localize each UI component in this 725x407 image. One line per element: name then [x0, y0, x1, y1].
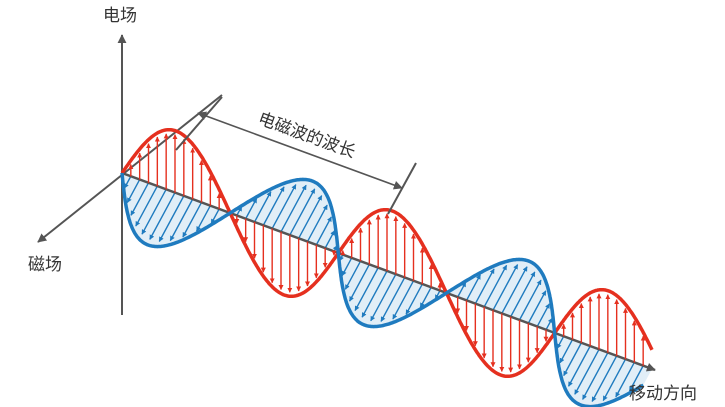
- magnetic-vector-arrow: [123, 175, 132, 189]
- magnetic-wave-curve: [120, 172, 645, 407]
- magnetic-vector-arrow: [405, 283, 423, 315]
- magnetic-vector-arrow: [158, 195, 185, 242]
- magnetic-vector-arrow: [149, 192, 176, 240]
- magnetic-vector-arrow: [527, 290, 547, 324]
- magnetic-vector-arrow: [348, 264, 370, 302]
- magnetic-vector-arrow: [262, 186, 285, 226]
- electric-field-label: 电场: [103, 6, 137, 26]
- magnetic-vector-arrow: [536, 303, 551, 327]
- magnetic-vector-arrow: [361, 270, 388, 318]
- magnetic-vector-arrow: [615, 362, 635, 398]
- magnetic-vector-arrow: [130, 182, 150, 216]
- magnetic-vector-arrow: [195, 205, 211, 232]
- magnetic-vector-arrow: [501, 266, 528, 314]
- magnetic-vector-arrow: [341, 257, 353, 277]
- magnetic-vector-arrow: [315, 216, 332, 246]
- magnetic-vector-arrow: [280, 184, 307, 233]
- magnetic-vector-arrow: [354, 267, 379, 312]
- magnetic-vector-arrow: [135, 185, 158, 227]
- magnetic-vector-arrow: [370, 273, 397, 322]
- magnetic-vector-arrow: [591, 355, 618, 402]
- magnetic-vector-arrow: [298, 195, 323, 239]
- magnetic-vector-arrow: [510, 271, 536, 318]
- magnetic-vector-arrow: [245, 197, 258, 220]
- magnetic-vector-arrow: [582, 352, 609, 400]
- magnetic-vector-arrow: [392, 280, 415, 320]
- magnetic-vector-arrow: [380, 277, 406, 322]
- magnetic-vector-arrow: [518, 279, 542, 321]
- magnetic-vector-arrow: [141, 189, 167, 235]
- magnetic-vector-arrow: [545, 317, 553, 331]
- magnetic-vector-arrow: [289, 188, 316, 236]
- magnetic-vector-arrow: [126, 179, 141, 203]
- wavelength-tick-right: [387, 162, 417, 215]
- magnetic-vector-arrow: [465, 274, 481, 301]
- wavelength-label: 电磁波的波长: [255, 109, 358, 163]
- magnetic-vector-arrow: [324, 230, 336, 249]
- wavelength-tick-left: [175, 96, 223, 151]
- magnetic-vector-arrow: [559, 339, 574, 364]
- magnetic-vector-arrow: [182, 202, 203, 238]
- magnetic-vector-arrow: [567, 345, 591, 387]
- magnetic-vector-arrow: [253, 191, 272, 223]
- magnetic-vector-arrow: [602, 358, 627, 402]
- magnetic-vector-arrow: [556, 336, 565, 349]
- propagation-axis: [121, 171, 656, 372]
- magnetic-vector-arrow: [483, 264, 508, 308]
- magnetic-vector-arrow: [419, 287, 432, 308]
- direction-label: 移动方向: [629, 384, 697, 404]
- magnetic-vector-arrow: [306, 204, 328, 242]
- magnetic-field-label: 磁场: [28, 255, 62, 275]
- wavelength-dimension-line: [197, 111, 403, 190]
- magnetic-vector-arrow: [628, 365, 644, 392]
- magnetic-vector-arrow: [563, 342, 582, 377]
- magnetic-vector-arrow: [574, 349, 600, 395]
- magnetic-vector-arrow: [474, 268, 495, 304]
- magnetic-vector-arrow: [169, 198, 194, 242]
- magnetic-field-vectors: [123, 175, 644, 402]
- magnetic-lobe-fill: [554, 333, 652, 407]
- magnetic-vector-arrow: [271, 184, 297, 229]
- magnetic-vector-arrow: [492, 264, 519, 311]
- magnetic-vector-arrow: [210, 208, 220, 225]
- magnetic-vector-arrow: [457, 281, 467, 298]
- magnetic-vector-arrow: [344, 260, 362, 290]
